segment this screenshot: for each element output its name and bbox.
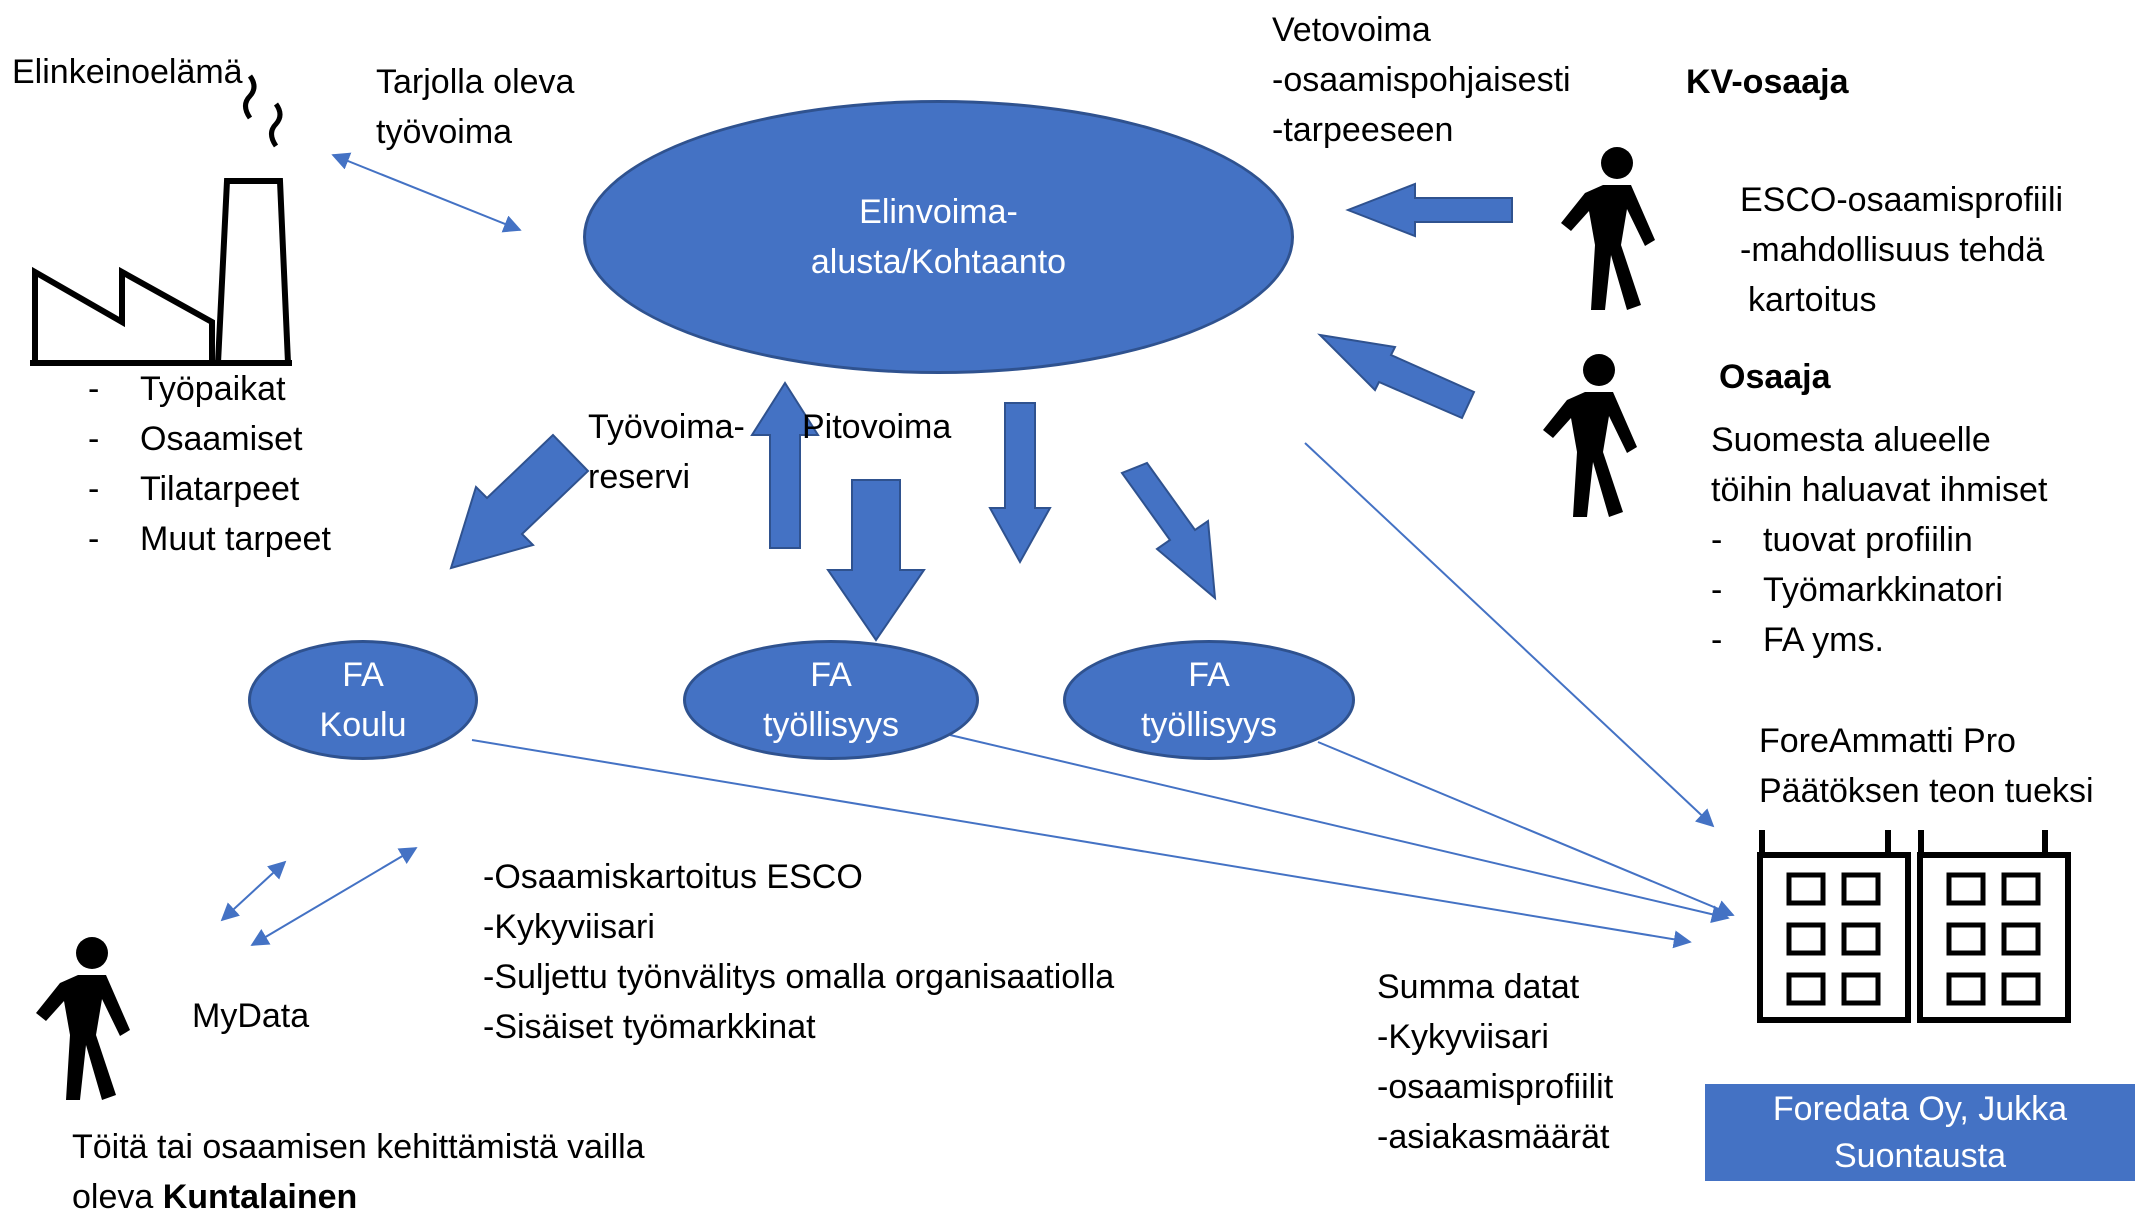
mydata-connector-2 [250, 847, 418, 946]
arrow-down-to-fa [826, 479, 926, 642]
platform-ellipse: Elinvoima- alusta/Kohtaanto [583, 100, 1294, 374]
list-item: Osaamiset [88, 414, 331, 464]
foreammatti-line2: Päätöksen teon tueksi [1759, 772, 2094, 810]
fa-koulu-line2: Koulu [319, 706, 407, 744]
fa-tyollisyys2-line2: työllisyys [1140, 706, 1278, 744]
walking-person-icon-osaaja [1543, 354, 1637, 517]
list-item: tuovat profiilin [1711, 515, 2003, 565]
fa-koulu-line1: FA [342, 656, 384, 694]
arrow-osaaja-to-platform [1317, 333, 1476, 420]
osaaja-line2: töihin haluavat ihmiset [1711, 471, 2048, 509]
arrow-to-reservi [449, 433, 590, 570]
tarjolla-connector [331, 152, 522, 233]
osaaja-list: tuovat profiilin Työmarkkinatori FA yms. [1711, 515, 2003, 665]
pitovoima-label: Pitovoima [802, 408, 952, 446]
foreammatti-line1: ForeAmmatti Pro [1759, 722, 2016, 760]
osaaja-line1: Suomesta alueelle [1711, 421, 1991, 459]
walking-person-icon-kv [1561, 147, 1655, 310]
tarjolla-line2: työvoima [376, 113, 513, 151]
services-line1: -Osaamiskartoitus ESCO [483, 858, 863, 896]
services-line3: -Suljettu työnvälitys omalla organisaati… [483, 958, 1115, 996]
list-item: Työpaikat [88, 364, 331, 414]
kuntalainen-prefix: oleva [72, 1178, 163, 1216]
fa-tyollisyys1-to-foreammatti-line [949, 734, 1730, 924]
elinkeino-needs-list: Työpaikat Osaamiset Tilatarpeet Muut tar… [88, 364, 331, 564]
esco-line3: kartoitus [1748, 281, 1877, 319]
summa-line1: Summa datat [1377, 968, 1580, 1006]
summa-datat-block: Summa datat -Kykyviisari -osaamisprofiil… [1377, 962, 1613, 1162]
vetovoima-line2: -osaamispohjaisesti [1272, 61, 1571, 99]
kv-osaaja-title: KV-osaaja [1686, 63, 1849, 101]
platform-label-1: Elinvoima- [859, 193, 1018, 231]
kuntalainen-services: -Osaamiskartoitus ESCO -Kykyviisari -Sul… [483, 852, 1114, 1052]
mydata-label: MyData [192, 997, 310, 1035]
fa-tyollisyys-node-1: FA työllisyys [683, 640, 979, 760]
list-item: Muut tarpeet [88, 514, 331, 564]
services-line4: -Sisäiset työmarkkinat [483, 1008, 816, 1046]
services-line2: -Kykyviisari [483, 908, 655, 946]
platform-to-foreammatti-line [1304, 442, 1715, 828]
kuntalainen-caption: Töitä tai osaamisen kehittämistä vailla … [72, 1122, 645, 1222]
credit-box: Foredata Oy, Jukka Suontausta [1705, 1084, 2135, 1181]
fa-tyollisyys2-to-foreammatti-line [1317, 741, 1735, 918]
esco-line2: -mahdollisuus tehdä [1740, 231, 2045, 269]
list-item: Tilatarpeet [88, 464, 331, 514]
reservi-line2: reservi [588, 458, 691, 496]
kuntalainen-bold: Kuntalainen [162, 1178, 358, 1216]
summa-line3: -osaamisprofiilit [1377, 1068, 1614, 1106]
kuntalainen-line1: Töitä tai osaamisen kehittämistä vailla [72, 1128, 645, 1166]
summa-line4: -asiakasmäärät [1377, 1118, 1610, 1156]
esco-block: ESCO-osaamisprofiili -mahdollisuus tehdä… [1740, 175, 2063, 325]
arrow-down-thin [988, 402, 1052, 565]
fa-koulu-to-summa-line [471, 739, 1692, 949]
reservi-line1: Työvoima- [588, 408, 745, 446]
tarjolla-tyovoima: Tarjolla oleva työvoima [376, 57, 574, 157]
walking-person-icon-kuntalainen [36, 937, 130, 1100]
foreammatti-block: ForeAmmatti Pro Päätöksen teon tueksi [1759, 716, 2094, 816]
summa-line2: -Kykyviisari [1377, 1018, 1549, 1056]
credit-line2: Suontausta [1833, 1137, 2007, 1175]
fa-tyollisyys2-line1: FA [1188, 656, 1230, 694]
tarjolla-line1: Tarjolla oleva [376, 63, 575, 101]
vetovoima-title: Vetovoima [1272, 11, 1431, 49]
fa-tyollisyys1-line1: FA [810, 656, 852, 694]
factory-icon [30, 74, 292, 366]
osaaja-title: Osaaja [1719, 358, 1831, 396]
arrow-pitovoima-up [750, 381, 820, 549]
vetovoima-line3: -tarpeeseen [1272, 111, 1454, 149]
elinkeino-title: Elinkeinoelämä [12, 53, 243, 91]
kuntalainen-line2: oleva Kuntalainen [72, 1172, 645, 1222]
list-item: FA yms. [1711, 615, 2003, 665]
esco-line1: ESCO-osaamisprofiili [1740, 181, 2064, 219]
credit-line1: Foredata Oy, Jukka [1772, 1090, 2068, 1128]
fa-tyollisyys-node-2: FA työllisyys [1063, 640, 1355, 760]
fa-tyollisyys1-line2: työllisyys [762, 706, 900, 744]
mydata-connector-1 [220, 860, 287, 922]
arrow-to-fa-right [1120, 461, 1217, 601]
platform-label-2: alusta/Kohtaanto [810, 243, 1067, 281]
tyovoimareservi-label: Työvoima- reservi [588, 402, 745, 502]
fa-koulu-node: FA Koulu [248, 640, 478, 760]
arrow-kv-to-platform [1345, 182, 1513, 238]
office-buildings-icon [1757, 830, 2071, 1023]
list-item: Työmarkkinatori [1711, 565, 2003, 615]
osaaja-desc: Suomesta alueelle töihin haluavat ihmise… [1711, 415, 2047, 515]
vetovoima-block: Vetovoima -osaamispohjaisesti -tarpeesee… [1272, 5, 1571, 155]
